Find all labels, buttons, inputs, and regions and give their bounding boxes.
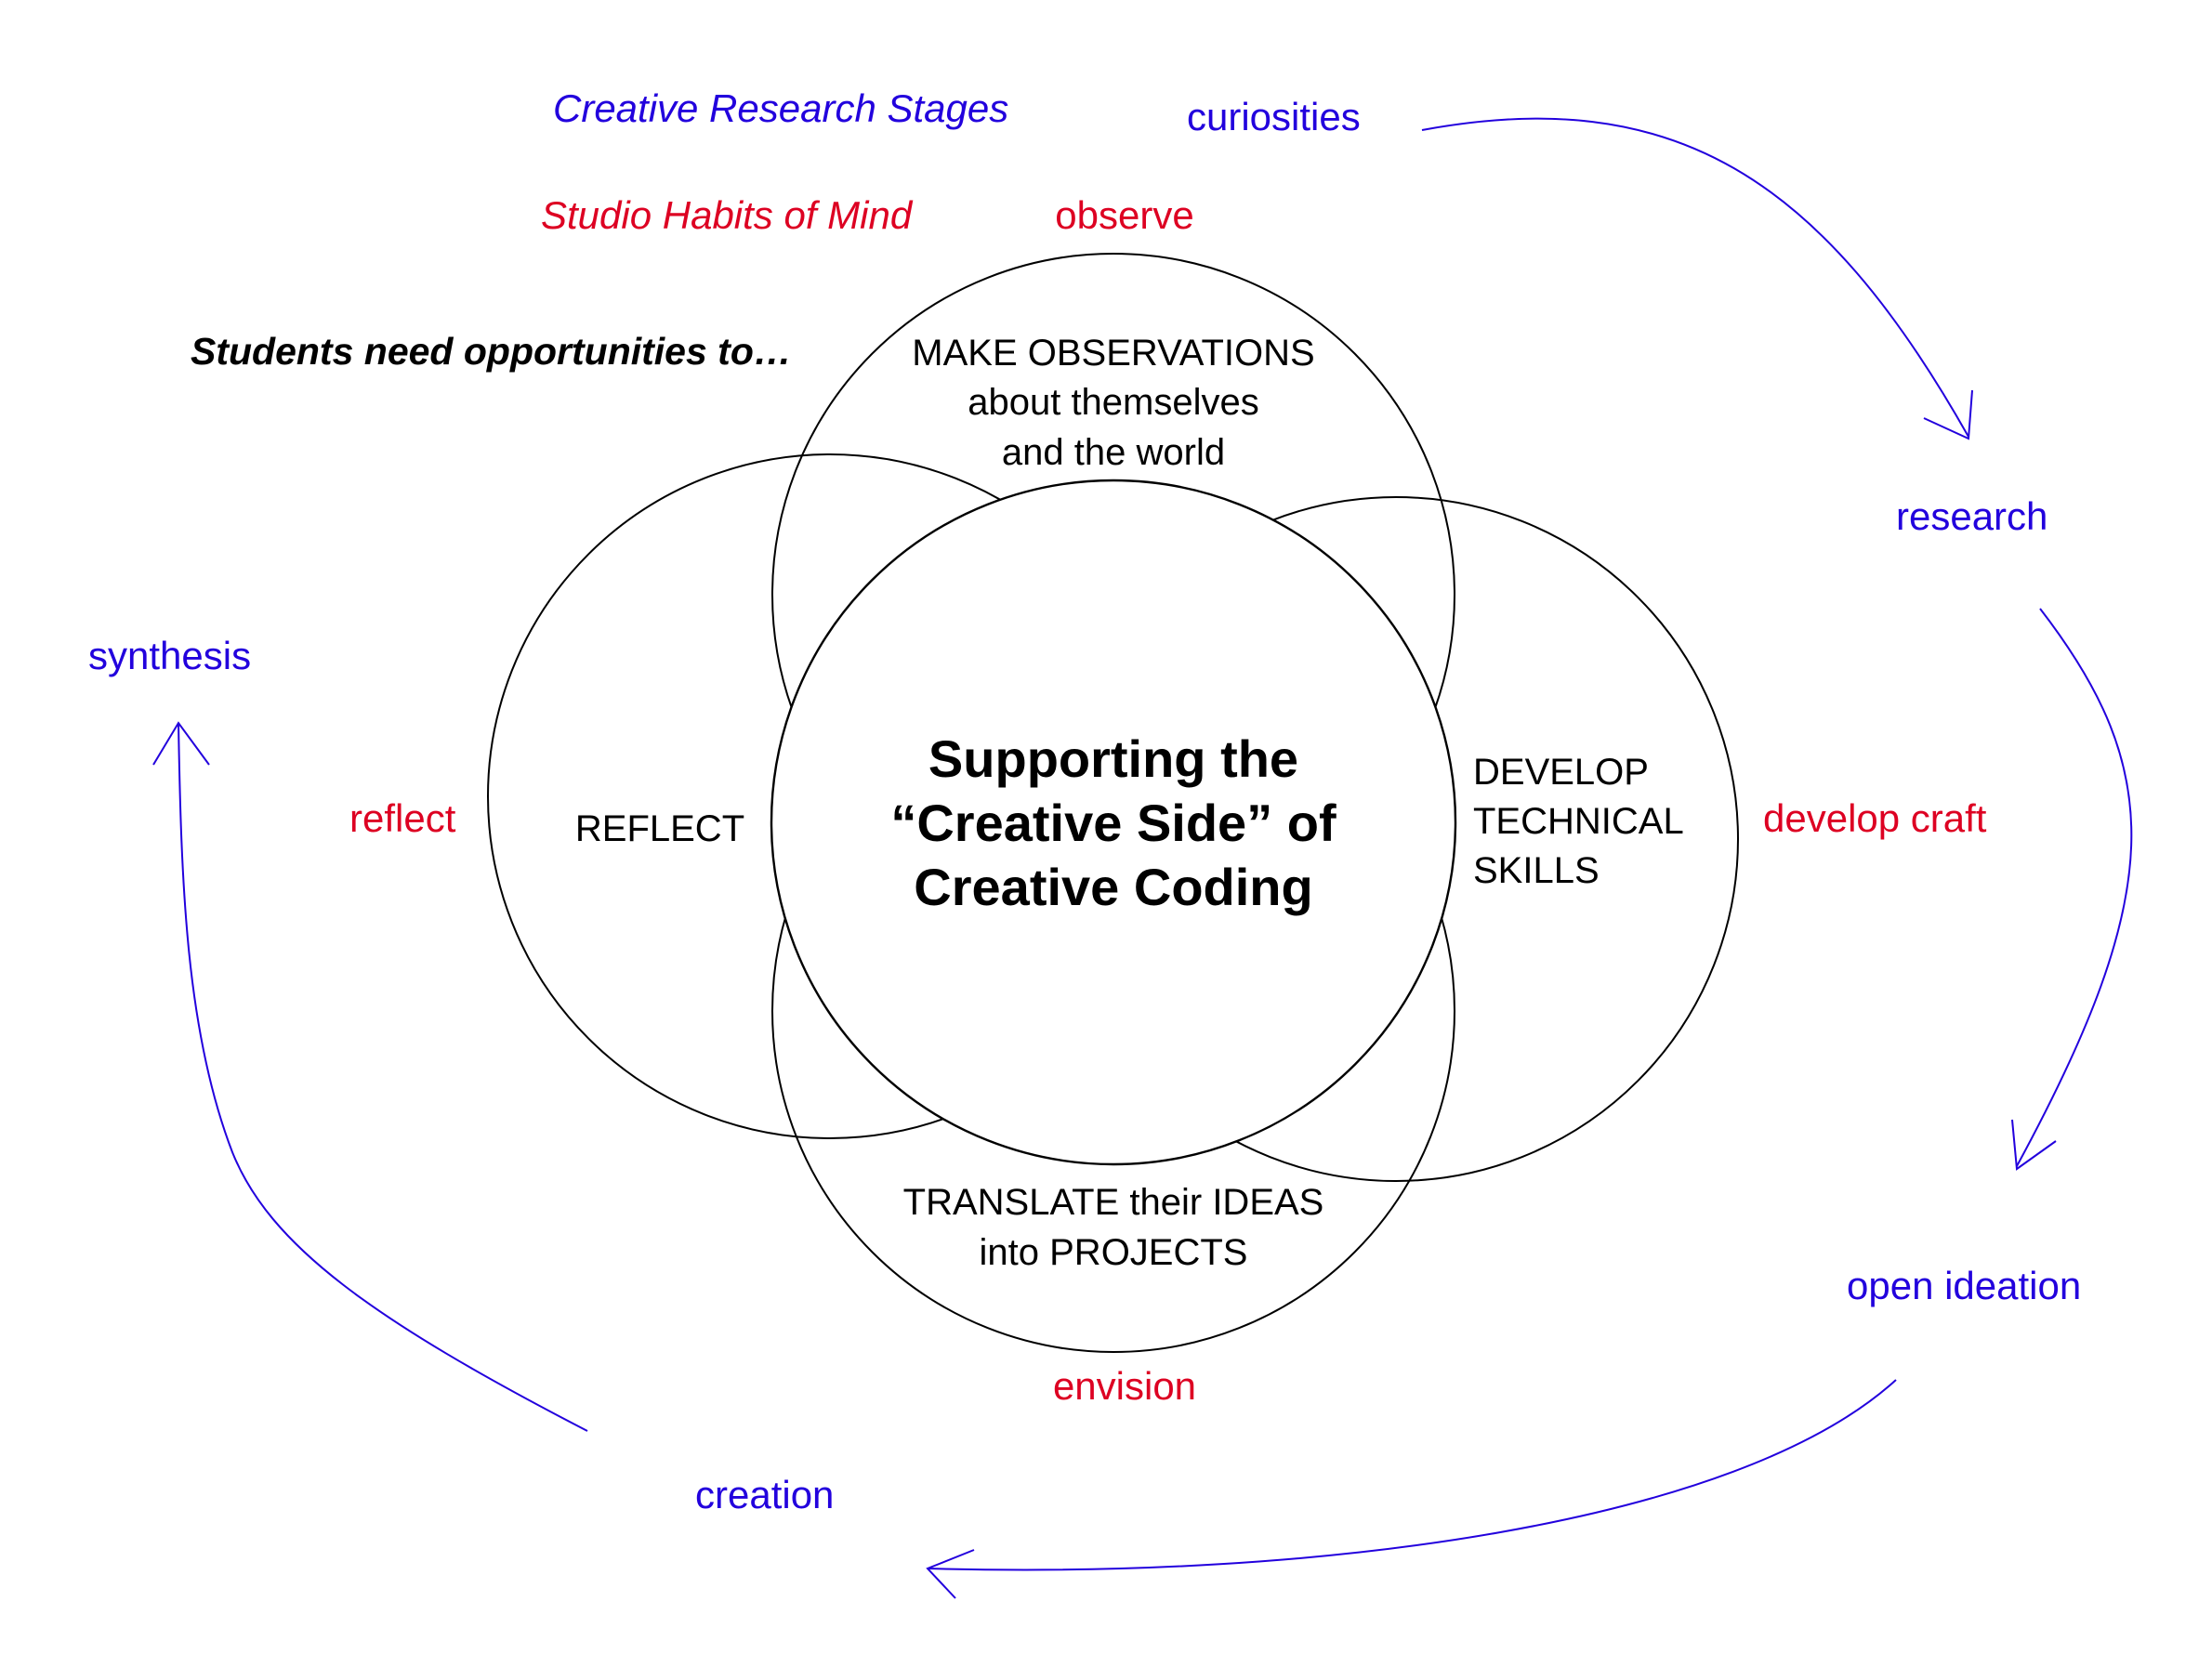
habit-envision: envision xyxy=(1053,1364,1196,1408)
right-circle-line-3: SKILLS xyxy=(1473,850,1600,891)
right-circle-line-1: DEVELOP xyxy=(1473,752,1649,793)
top-circle-line-3: and the world xyxy=(1002,432,1225,473)
stage-synthesis: synthesis xyxy=(88,634,251,677)
arrow-creation-to-synthesis xyxy=(152,721,588,1432)
legend-stages-title: Creative Research Stages xyxy=(553,86,1008,130)
legend-prompt: Students need opportunities to… xyxy=(191,330,792,373)
circle-center xyxy=(770,479,1457,1166)
arrow-curiosities-to-research xyxy=(1421,117,1973,440)
stage-open-ideation: open ideation xyxy=(1847,1264,2081,1307)
habit-observe: observe xyxy=(1055,193,1193,237)
bottom-circle-line-1: TRANSLATE their IDEAS xyxy=(903,1182,1324,1223)
habit-reflect: reflect xyxy=(349,796,456,840)
top-circle-line-1: MAKE OBSERVATIONS xyxy=(912,333,1314,374)
bottom-circle-line-2: into PROJECTS xyxy=(980,1232,1248,1273)
center-title-line-1: Supporting the xyxy=(928,729,1298,788)
left-circle-line-1: REFLECT xyxy=(575,808,744,849)
stage-creation: creation xyxy=(695,1473,834,1516)
right-circle-line-2: TECHNICAL xyxy=(1473,801,1684,842)
top-circle-line-2: about themselves xyxy=(968,382,1259,423)
legend-habits-title: Studio Habits of Mind xyxy=(541,193,914,237)
stage-curiosities: curiosities xyxy=(1187,95,1361,138)
center-title-line-3: Creative Coding xyxy=(914,858,1312,916)
arrow-open-ideation-to-creation xyxy=(926,1379,1897,1599)
stage-research: research xyxy=(1896,494,2047,538)
arrow-research-to-open-ideation xyxy=(2011,608,2133,1171)
center-title-line-2: “Creative Side” of xyxy=(890,794,1336,852)
habit-develop-craft: develop craft xyxy=(1763,796,1987,840)
